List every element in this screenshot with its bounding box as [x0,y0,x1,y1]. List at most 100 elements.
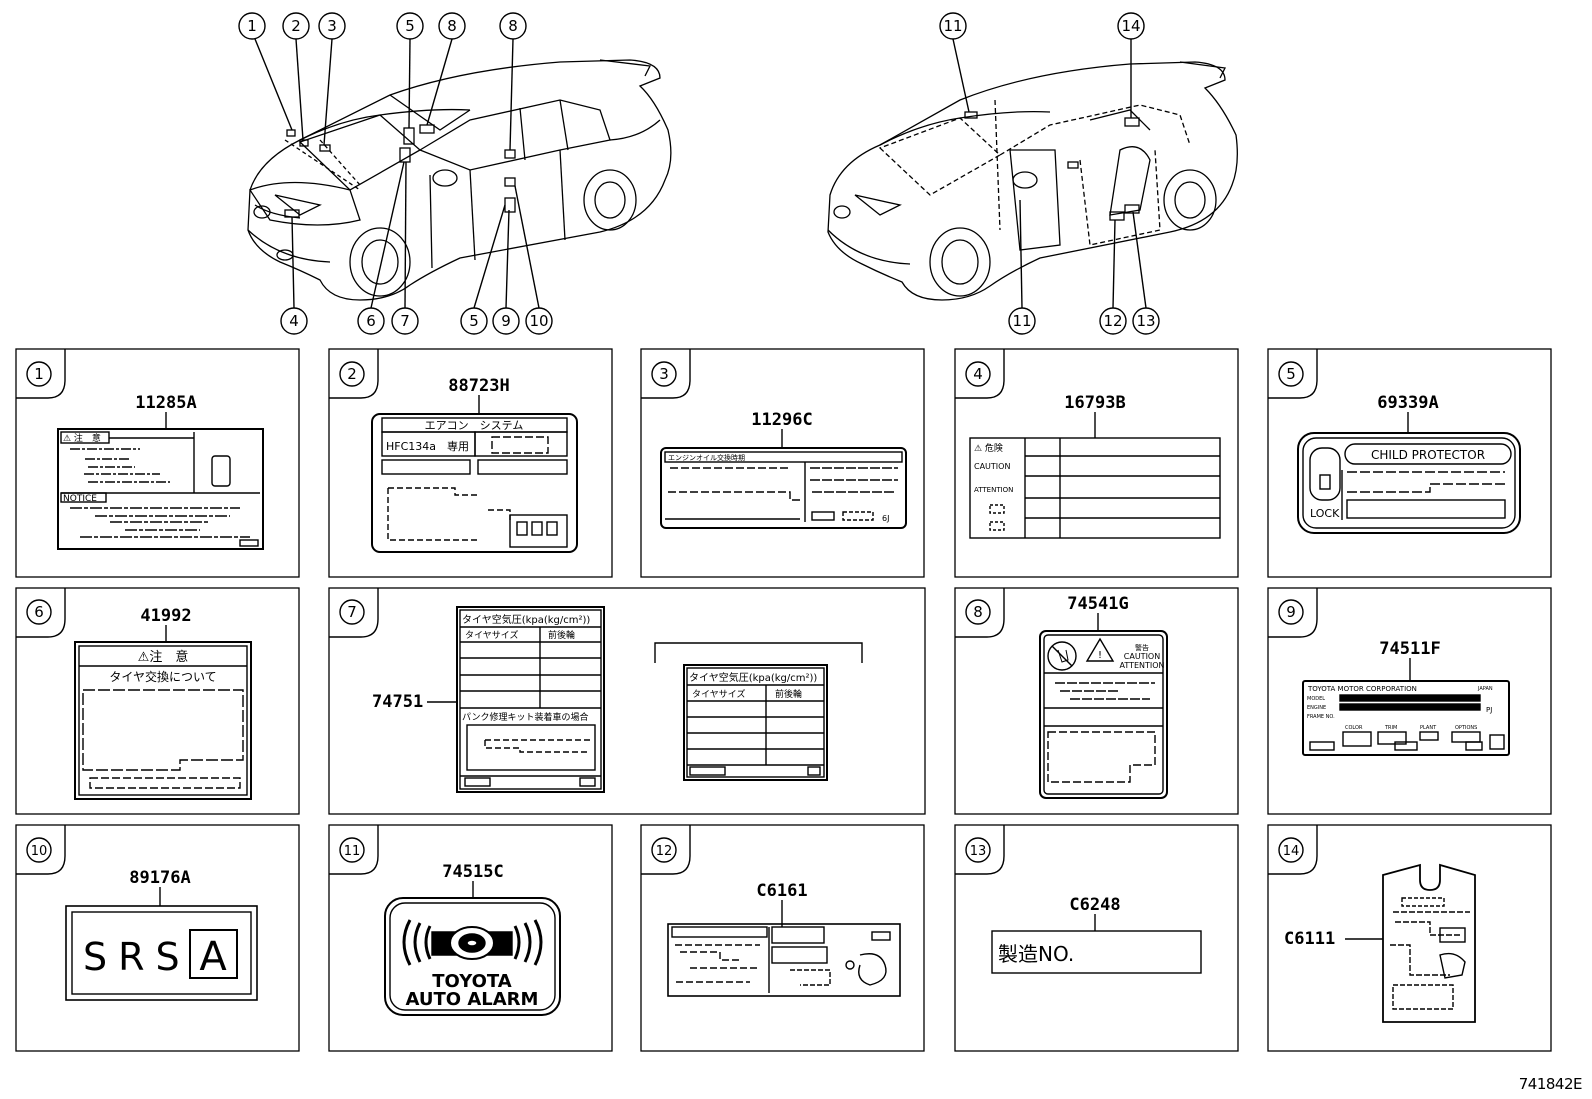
svg-text:CAUTION: CAUTION [974,462,1010,471]
svg-text:HFC134a 専用: HFC134a 専用 [386,440,469,453]
svg-text:13: 13 [970,844,987,859]
panel-c6248: C6248 製造NO. [991,895,1202,974]
svg-text:ATTENTION: ATTENTION [974,486,1013,494]
svg-text:74515C: 74515C [442,862,503,882]
callout-8b: 8 [499,12,527,151]
panel-badge-13: 13 [955,825,1005,875]
callout-1: 1 [238,12,293,131]
callout-13: 13 [1132,211,1160,335]
svg-text:CHILD PROTECTOR: CHILD PROTECTOR [1371,448,1485,462]
panel-badge-11: 11 [329,825,379,875]
svg-text:12: 12 [1103,312,1122,330]
panel-c6161: C6161 [667,881,901,997]
svg-text:⚠注 意: ⚠注 意 [138,649,189,665]
svg-text:⚠ 注 意: ⚠ 注 意 [63,432,101,444]
callout-5a: 5 [396,12,424,129]
callout-2: 2 [282,12,310,141]
panel-88723h: 88723H エアコン システム HFC134a 専用 [371,376,578,553]
svg-text:LOCK: LOCK [1310,507,1340,520]
panel-89176a: 89176A SRS A [65,868,258,1001]
left-car-illustration [247,59,672,301]
callout-6: 6 [357,161,405,335]
svg-text:14: 14 [1121,17,1140,35]
svg-text:AUTO ALARM: AUTO ALARM [406,989,539,1010]
svg-text:ENGINE: ENGINE [1307,705,1326,711]
svg-text:タイヤ空気圧(kpa(kg/cm²)): タイヤ空気圧(kpa(kg/cm²)) [689,671,817,684]
svg-text:9: 9 [1286,603,1296,621]
svg-text:11: 11 [1012,312,1031,330]
callout-14: 14 [1117,12,1145,118]
svg-text:TOYOTA: TOYOTA [432,971,512,992]
panel-74541g: 74541G ! 警告 CAUTION ATTENTION [1039,594,1168,799]
svg-text:74541G: 74541G [1067,594,1128,614]
svg-text:COLOR: COLOR [1345,725,1363,731]
svg-text:PLANT: PLANT [1420,725,1437,731]
svg-text:2: 2 [347,365,357,383]
panel-badge-1: 1 [16,349,66,399]
svg-text:5: 5 [1286,365,1296,383]
svg-text:C6161: C6161 [756,881,807,901]
panel-badge-7: 7 [329,588,379,638]
svg-text:89176A: 89176A [129,868,190,888]
svg-text:3: 3 [327,17,337,35]
svg-text:6J: 6J [882,514,889,523]
panel-11285a: 11285A ⚠ 注 意 NOTICE [57,393,264,550]
svg-text:タイヤ交換について: タイヤ交換について [109,669,216,684]
svg-text:警告: 警告 [1135,643,1149,652]
panel-badge-5: 5 [1268,349,1318,399]
svg-text:74751: 74751 [372,692,423,712]
callout-5b: 5 [460,204,506,335]
callout-11b: 11 [1008,199,1036,335]
svg-text:8: 8 [973,603,983,621]
svg-text:タイヤサイズ: タイヤサイズ [692,688,745,700]
panel-16793b: 16793B ⚠ 危険 CAUTION ATTENTION [969,393,1221,539]
svg-text:前後輪: 前後輪 [548,629,575,641]
svg-text:A: A [199,934,227,980]
panel-74751: 74751 タイヤ空気圧(kpa(kg/cm²)) タイヤサイズ 前後輪 パンク… [372,606,863,793]
svg-text:6: 6 [34,603,44,621]
panel-badge-8: 8 [955,588,1005,638]
panel-badge-10: 10 [16,825,66,875]
callout-8a: 8 [426,12,466,126]
svg-text:エアコン システム: エアコン システム [425,419,524,432]
panel-74511f: 74511F TOYOTA MOTOR CORPORATION JAPAN MO… [1302,639,1510,756]
svg-text:74511F: 74511F [1379,639,1440,659]
svg-text:6: 6 [366,312,376,330]
svg-text:11: 11 [943,17,962,35]
svg-text:8: 8 [447,17,457,35]
panel-badge-9: 9 [1268,588,1318,638]
svg-text:!: ! [1098,650,1102,661]
callout-11a: 11 [939,12,970,113]
svg-text:2: 2 [291,17,301,35]
svg-text:前後輪: 前後輪 [775,688,802,700]
svg-text:14: 14 [1283,844,1300,859]
svg-text:88723H: 88723H [448,376,509,396]
svg-text:TOYOTA MOTOR CORPORATION: TOYOTA MOTOR CORPORATION [1307,685,1417,693]
svg-text:4: 4 [973,365,983,383]
panel-69339a: 69339A CHILD PROTECTOR LOCK [1297,393,1521,534]
svg-text:11296C: 11296C [751,410,812,430]
svg-text:MODEL: MODEL [1307,696,1325,702]
panel-frames [15,348,1552,1052]
svg-text:C6248: C6248 [1069,895,1120,915]
panel-11296c: 11296C エンジンオイル交換時期 6J [660,410,907,529]
svg-text:3: 3 [659,365,669,383]
svg-text:FRAME NO.: FRAME NO. [1307,714,1335,720]
callout-9: 9 [492,209,520,335]
callout-3: 3 [318,12,346,146]
svg-text:OPTIONS: OPTIONS [1455,725,1477,731]
svg-text:7: 7 [347,603,357,621]
right-car-illustration [827,61,1238,301]
svg-text:NOTICE: NOTICE [63,494,97,504]
panel-badge-4: 4 [955,349,1005,399]
svg-text:PJ: PJ [1486,706,1492,714]
svg-text:11: 11 [344,844,361,859]
callout-7: 7 [391,161,419,335]
svg-text:タイヤサイズ: タイヤサイズ [465,629,518,641]
svg-text:SRS: SRS [83,935,191,979]
panel-41992: 41992 ⚠注 意 タイヤ交換について [74,606,252,800]
svg-text:12: 12 [656,844,673,859]
panel-badge-6: 6 [16,588,66,638]
diagram-reference-id: 741842E [1518,1075,1583,1093]
